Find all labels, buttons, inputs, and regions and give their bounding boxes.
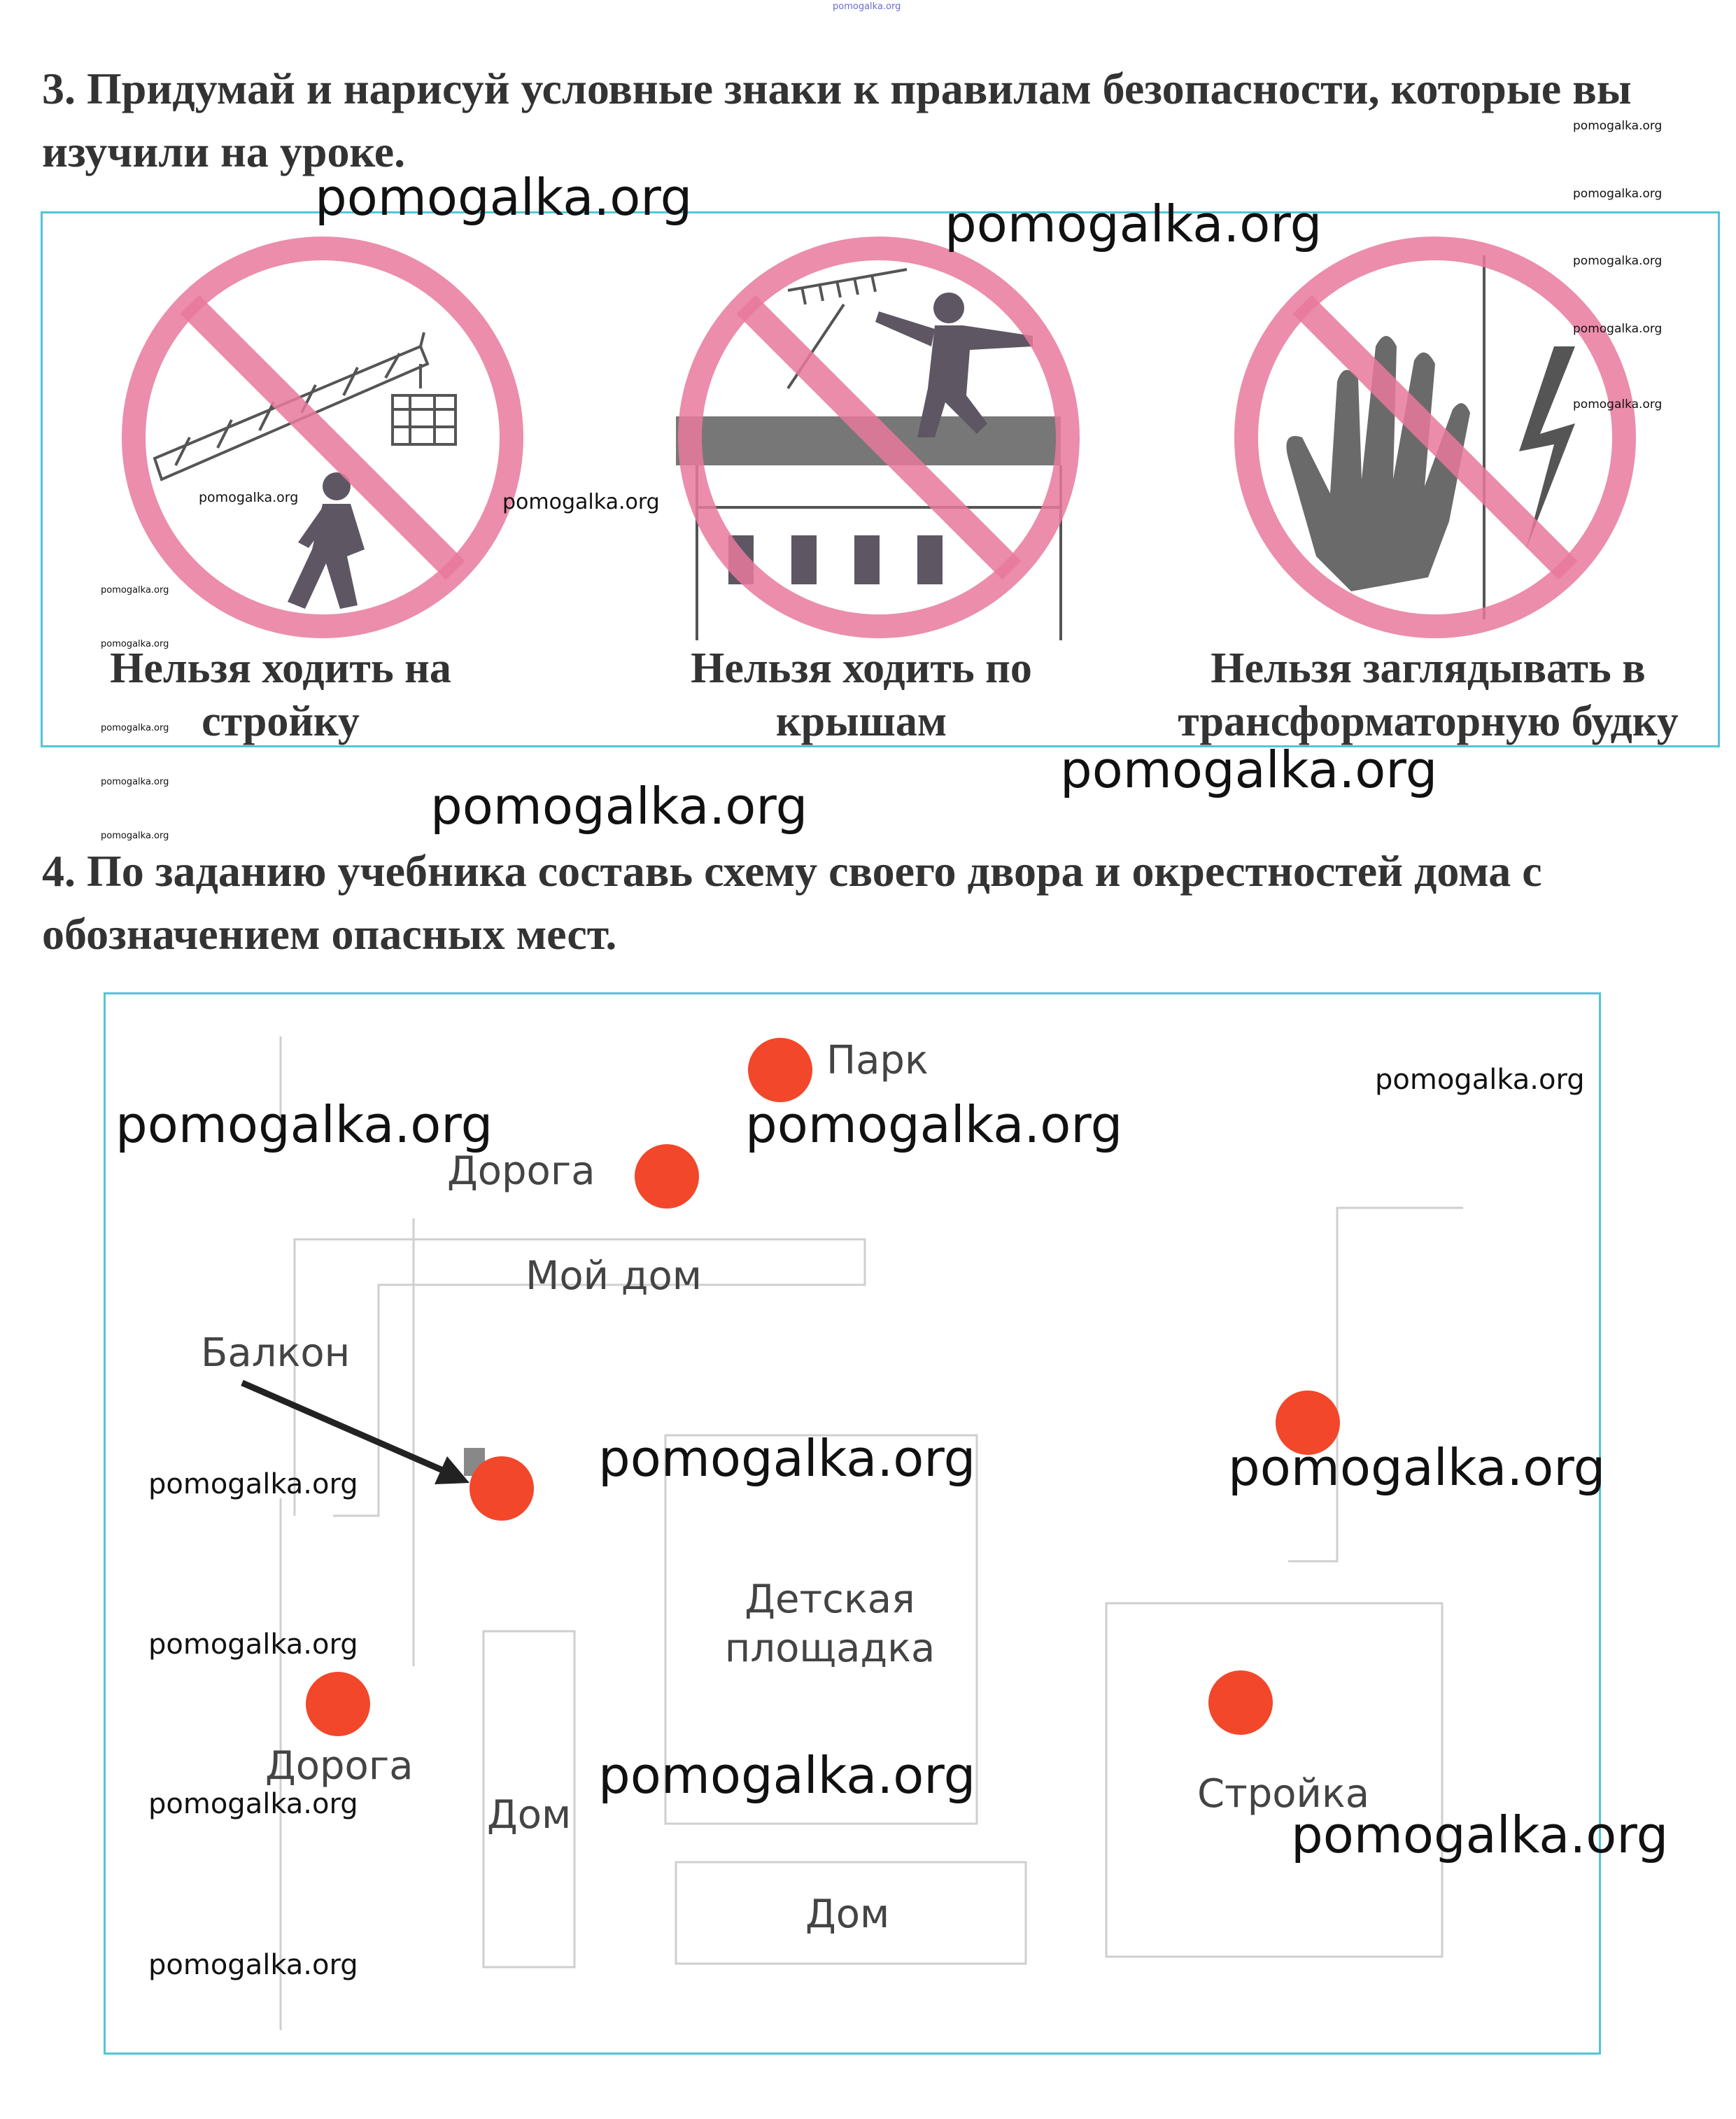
watermark: pomogalka.org	[1573, 187, 1663, 201]
label-my-house: Мой дом	[525, 1253, 702, 1299]
label-construction: Стройка	[1197, 1771, 1370, 1817]
watermark: pomogalka.org	[101, 723, 169, 733]
watermark: pomogalka.org	[199, 490, 299, 505]
label-playground: Детская площадка	[724, 1577, 936, 1671]
watermark: pomogalka.org	[148, 1788, 358, 1820]
watermark: pomogalka.org	[101, 831, 169, 841]
map-panel: Парк Дорога Мой дом Балкон Детская площа…	[104, 992, 1601, 2055]
no-transformer-sign-icon	[1234, 237, 1636, 638]
watermark: pomogalka.org	[1573, 322, 1663, 336]
watermark: pomogalka.org	[148, 1468, 358, 1500]
watermark: pomogalka.org	[101, 777, 169, 787]
danger-dot-right	[1276, 1391, 1340, 1455]
watermark: pomogalka.org	[1573, 397, 1663, 411]
label-balcony: Балкон	[201, 1330, 351, 1376]
watermark: pomogalka.org	[1060, 740, 1438, 799]
watermark: pomogalka.org	[148, 1949, 358, 1981]
watermark: pomogalka.org	[430, 777, 808, 836]
watermark: pomogalka.org	[115, 1095, 493, 1154]
no-roof-walking-sign-icon	[676, 237, 1080, 640]
watermark: pomogalka.org	[1375, 1064, 1585, 1096]
arrow-icon	[241, 1379, 470, 1484]
watermark: pomogalka.org	[502, 490, 660, 514]
watermark: pomogalka.org	[1573, 119, 1663, 133]
danger-dot-road-top	[635, 1144, 699, 1209]
label-road-top: Дорога	[447, 1148, 595, 1194]
danger-dot-park	[748, 1038, 812, 1102]
danger-dot-road-left	[306, 1672, 370, 1736]
task4-title: 4. По заданию учебника составь схему сво…	[42, 846, 1542, 959]
caption-roofs: Нельзя ходить по крышам	[691, 645, 1032, 745]
label-house-bottom: Дом	[805, 1892, 890, 1937]
watermark: pomogalka.org	[1228, 1438, 1606, 1497]
watermark: pomogalka.org	[101, 585, 169, 596]
watermark: pomogalka.org	[745, 1095, 1123, 1154]
label-park: Парк	[826, 1038, 929, 1083]
watermark: pomogalka.org	[1573, 254, 1663, 268]
task3-title: 3. Придумай и нарисуй условные знаки к п…	[42, 64, 1632, 176]
no-construction-sign-icon	[122, 237, 523, 638]
watermark: pomogalka.org	[101, 639, 169, 649]
caption-construction: Нельзя ходить на стройку	[110, 645, 451, 745]
watermark: pomogalka.org	[1291, 1805, 1669, 1864]
label-house-left: Дом	[487, 1792, 572, 1838]
watermark-top: pomogalka.org	[833, 1, 901, 12]
danger-dot-balcony	[470, 1456, 534, 1521]
task3-panel: Нельзя ходить на стройку Нельзя ходить п…	[41, 211, 1720, 747]
watermark: pomogalka.org	[598, 1746, 976, 1805]
danger-dot-construction	[1208, 1670, 1273, 1735]
watermark: pomogalka.org	[148, 1628, 358, 1661]
label-road-left: Дорога	[265, 1743, 414, 1789]
caption-transformer: Нельзя заглядывать в трансформаторную бу…	[1178, 645, 1679, 745]
watermark: pomogalka.org	[945, 195, 1322, 253]
watermark: pomogalka.org	[598, 1429, 976, 1488]
watermark: pomogalka.org	[315, 168, 693, 227]
map-outlines	[241, 1036, 1463, 2030]
